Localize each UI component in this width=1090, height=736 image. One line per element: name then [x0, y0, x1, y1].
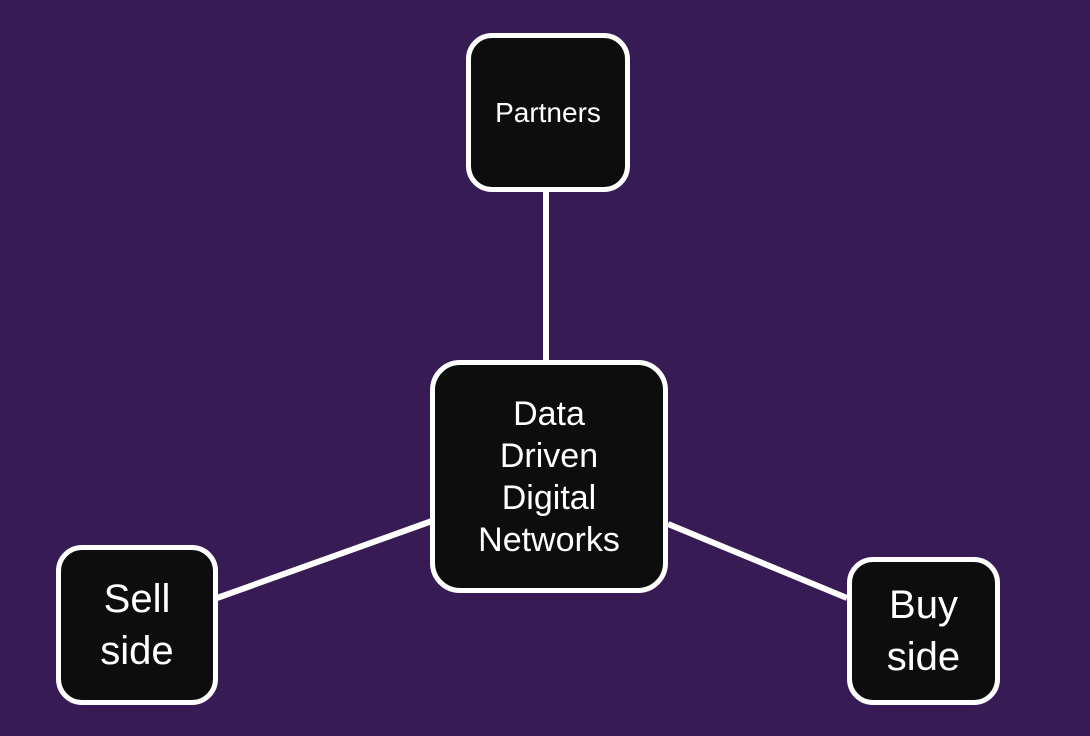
node-partners-label: Partners	[495, 96, 601, 128]
node-buy-side-label: Buy side	[886, 583, 961, 679]
connector-hub-to-buy-side	[666, 521, 849, 601]
node-data-driven-digital-networks[interactable]: Data Driven Digital Networks	[430, 360, 668, 593]
node-sell-side[interactable]: Sell side	[56, 545, 218, 705]
node-buy-side[interactable]: Buy side	[847, 557, 1000, 705]
node-partners[interactable]: Partners	[466, 33, 630, 192]
connector-hub-to-sell-side	[215, 518, 434, 601]
node-sell-side-label: Sell side	[100, 577, 174, 673]
node-hub-label: Data Driven Digital Networks	[478, 394, 620, 559]
